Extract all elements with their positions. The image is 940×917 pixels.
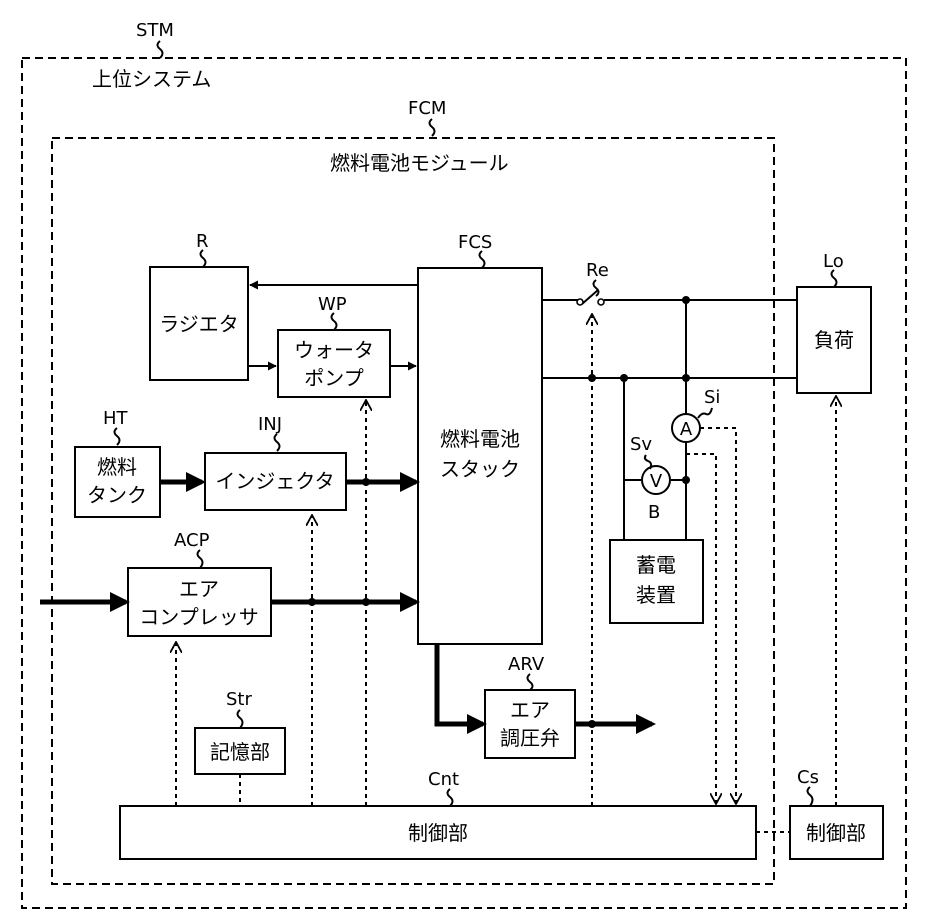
load-label: 負荷: [814, 328, 854, 352]
valve-label-2: 調圧弁: [500, 726, 560, 750]
relay-switch-blade: [582, 290, 598, 304]
valve-label-1: エア: [510, 698, 550, 722]
junction: [682, 296, 690, 304]
upper-controller-label: 制御部: [806, 821, 866, 845]
leader-cs: [808, 787, 813, 806]
label-sv: Sv: [630, 434, 652, 455]
label-r: R: [196, 231, 209, 252]
label-cs: Cs: [797, 767, 819, 788]
junction: [308, 598, 316, 606]
leader-fcm: [430, 119, 435, 136]
leader-wp: [332, 313, 337, 330]
signal-from-voltmeter: [686, 454, 716, 804]
battery-label-1: 蓄電: [636, 553, 676, 577]
label-ht: HT: [103, 408, 129, 429]
leader-stm: [158, 41, 163, 58]
label-si: Si: [704, 387, 720, 408]
leader-arv: [528, 674, 533, 690]
leader-lo: [832, 270, 837, 287]
stack-label-1: 燃料電池: [440, 427, 520, 451]
water-pump-label-1: ウォータ: [294, 338, 374, 362]
junction: [682, 374, 690, 382]
injector-label: インジェクタ: [215, 469, 334, 493]
ammeter-symbol: A: [680, 419, 693, 440]
label-b: B: [648, 502, 660, 523]
compressor-label-1: エア: [179, 577, 219, 601]
label-str: Str: [226, 689, 252, 710]
compressor-label-2: コンプレッサ: [139, 605, 258, 629]
label-stm: STM: [136, 20, 174, 41]
stack-label-2: スタック: [440, 457, 520, 481]
storage-label: 記憶部: [210, 740, 270, 764]
water-pump-label-2: ポンプ: [304, 366, 363, 390]
relay-contact-2: [598, 299, 604, 305]
wire-to-voltmeter: [624, 378, 641, 480]
leader-str: [238, 710, 243, 728]
junction: [588, 720, 596, 728]
junction: [362, 598, 370, 606]
leader-sv: [645, 455, 651, 469]
radiator-label: ラジエタ: [159, 312, 239, 336]
leader-cnt: [448, 789, 453, 806]
leader-r: [201, 250, 206, 267]
label-acp: ACP: [174, 530, 210, 551]
tank-label-1: 燃料: [97, 455, 137, 479]
signal-from-ammeter: [700, 428, 736, 804]
label-fcs: FCS: [458, 232, 492, 253]
label-arv: ARV: [508, 654, 545, 675]
leader-si: [698, 408, 712, 418]
label-cnt: Cnt: [428, 769, 459, 790]
label-re: Re: [586, 260, 609, 281]
label-fuel-cell-module: 燃料電池モジュール: [330, 151, 509, 175]
tank-label-2: タンク: [87, 483, 147, 507]
exhaust-stack-to-valve: [437, 644, 483, 724]
leader-inj: [275, 434, 280, 451]
voltmeter-symbol: V: [650, 471, 663, 492]
fuel-cell-stack-box: [418, 268, 542, 644]
relay-contact-1: [577, 299, 583, 305]
label-wp: WP: [318, 294, 347, 315]
leader-acp: [198, 550, 203, 568]
battery-label-2: 装置: [636, 583, 676, 607]
junction: [620, 374, 628, 382]
label-inj: INJ: [258, 414, 282, 435]
leader-ht: [115, 428, 120, 445]
controller-label: 制御部: [408, 821, 468, 845]
label-lo: Lo: [823, 251, 844, 272]
leader-fcs: [480, 251, 485, 268]
junction: [362, 478, 370, 486]
label-upper-system: 上位システム: [92, 67, 211, 91]
junction: [682, 476, 690, 484]
label-fcm: FCM: [408, 98, 446, 119]
